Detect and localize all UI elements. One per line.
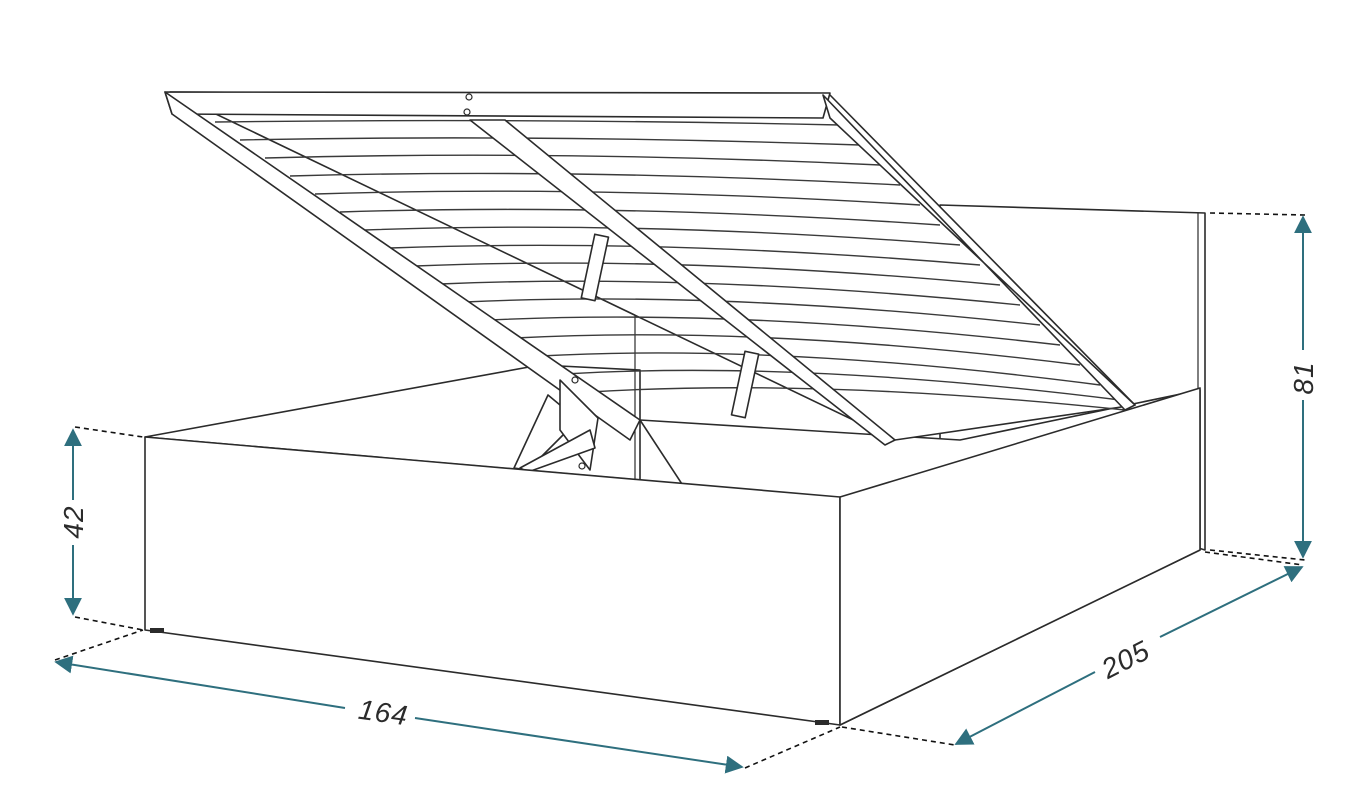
dimension-width: 164 [54, 655, 744, 774]
front-foot-left [150, 628, 164, 633]
length-label: 205 [1096, 634, 1155, 685]
front-foot-right [815, 720, 829, 725]
dimension-height-headboard: 81 [1288, 215, 1319, 559]
slats [214, 119, 1126, 411]
width-label: 164 [357, 694, 411, 732]
extension-lines [54, 212, 1306, 769]
headboard-height-label: 81 [1288, 361, 1319, 394]
dimension-height-base: 42 [58, 428, 89, 616]
lifted-slat-frame [164, 91, 1136, 446]
base-height-label: 42 [58, 505, 89, 538]
front-panel [144, 387, 1201, 726]
